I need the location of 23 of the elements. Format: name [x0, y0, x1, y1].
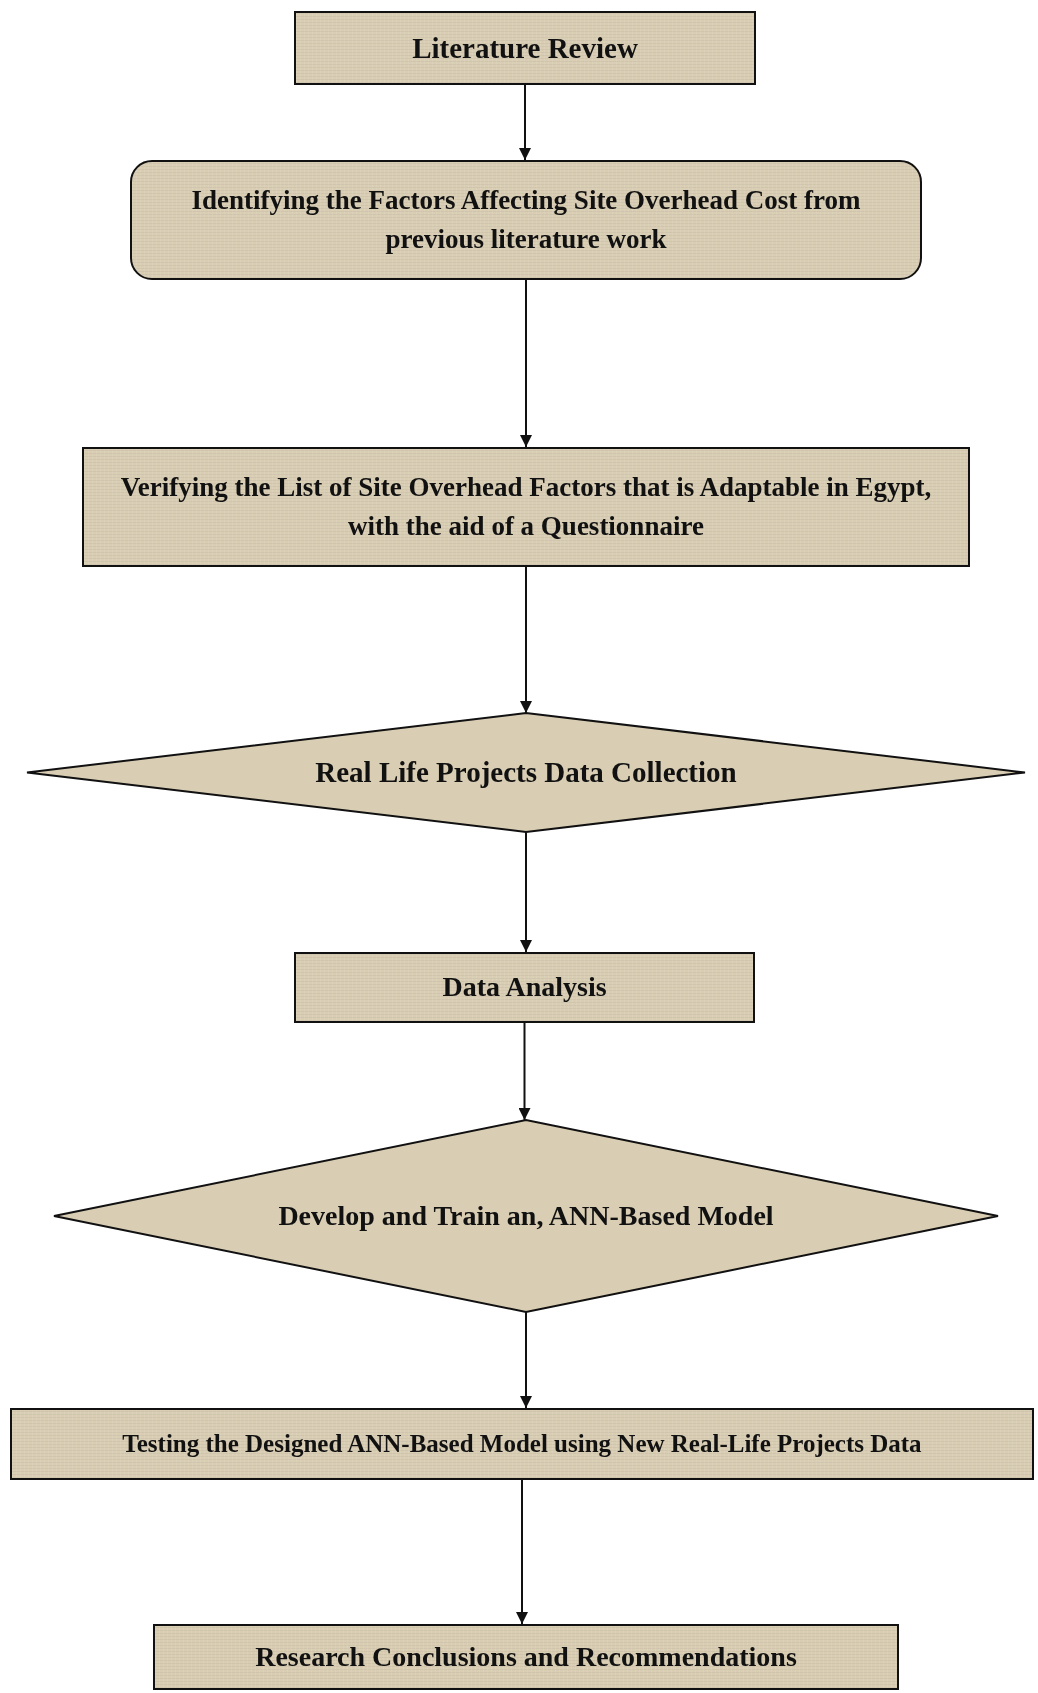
node-text: Testing the Designed ANN-Based Model using New Real-Life Projects Data	[122, 1428, 922, 1459]
arrow	[520, 279, 532, 448]
arrow	[519, 84, 531, 161]
arrow	[516, 1479, 528, 1625]
arrow	[520, 1311, 532, 1409]
arrow	[520, 566, 532, 714]
process-box	[82, 447, 970, 567]
process-box	[153, 1624, 899, 1690]
process-box	[294, 11, 756, 85]
decision-diamond	[54, 1120, 998, 1312]
node-text: Data Analysis	[442, 970, 607, 1005]
arrow	[518, 1022, 531, 1121]
rounded-process-box	[130, 160, 922, 280]
arrow	[520, 831, 532, 953]
node-text: Real Life Projects Data Collection	[315, 755, 737, 791]
node-text: Literature Review	[412, 30, 638, 66]
node-text: Verifying the List of Site Overhead Factors that is Adaptable in Egypt, with the aid of a Questionnaire	[119, 470, 933, 543]
node-text: Develop and Train an, ANN-Based Model	[278, 1198, 774, 1233]
node-text: Identifying the Factors Affecting Site Overhead Cost from previous literature work	[190, 183, 862, 256]
process-box	[294, 952, 755, 1023]
process-box	[10, 1408, 1034, 1480]
decision-diamond	[27, 713, 1025, 832]
node-text: Research Conclusions and Recommendations	[255, 1639, 797, 1674]
